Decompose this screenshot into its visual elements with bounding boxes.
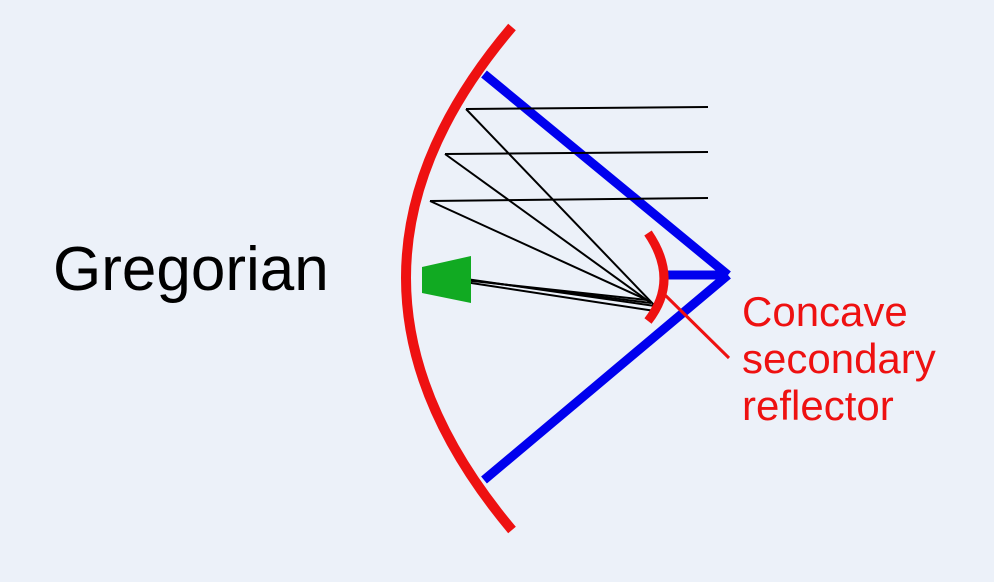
incoming-ray-2 — [444, 151, 709, 155]
reflected-ray-1 — [465, 108, 656, 307]
callout-leader-line — [662, 292, 731, 360]
callout-line-1: Concave — [742, 288, 908, 335]
callout-label: Concave secondary reflector — [742, 288, 947, 429]
reflected-ray-2 — [444, 153, 652, 304]
incoming-ray-3 — [429, 197, 709, 202]
callout-line-2: secondary — [742, 335, 936, 382]
diagram-title: Gregorian — [53, 235, 329, 304]
support-strut-lower — [481, 271, 731, 484]
callout-line-3: reflector — [742, 382, 894, 429]
primary-reflected-rays — [429, 108, 656, 307]
reflected-ray-3 — [429, 200, 648, 301]
incoming-rays — [429, 106, 709, 202]
support-strut-upper — [481, 70, 731, 279]
incoming-ray-1 — [465, 106, 709, 110]
primary-reflector — [401, 23, 516, 534]
feed-ray-4 — [444, 278, 656, 312]
secondary-reflected-rays — [444, 275, 656, 312]
feed-ray-3 — [444, 277, 648, 301]
secondary-reflector — [644, 230, 669, 324]
feed-horn — [422, 256, 471, 303]
